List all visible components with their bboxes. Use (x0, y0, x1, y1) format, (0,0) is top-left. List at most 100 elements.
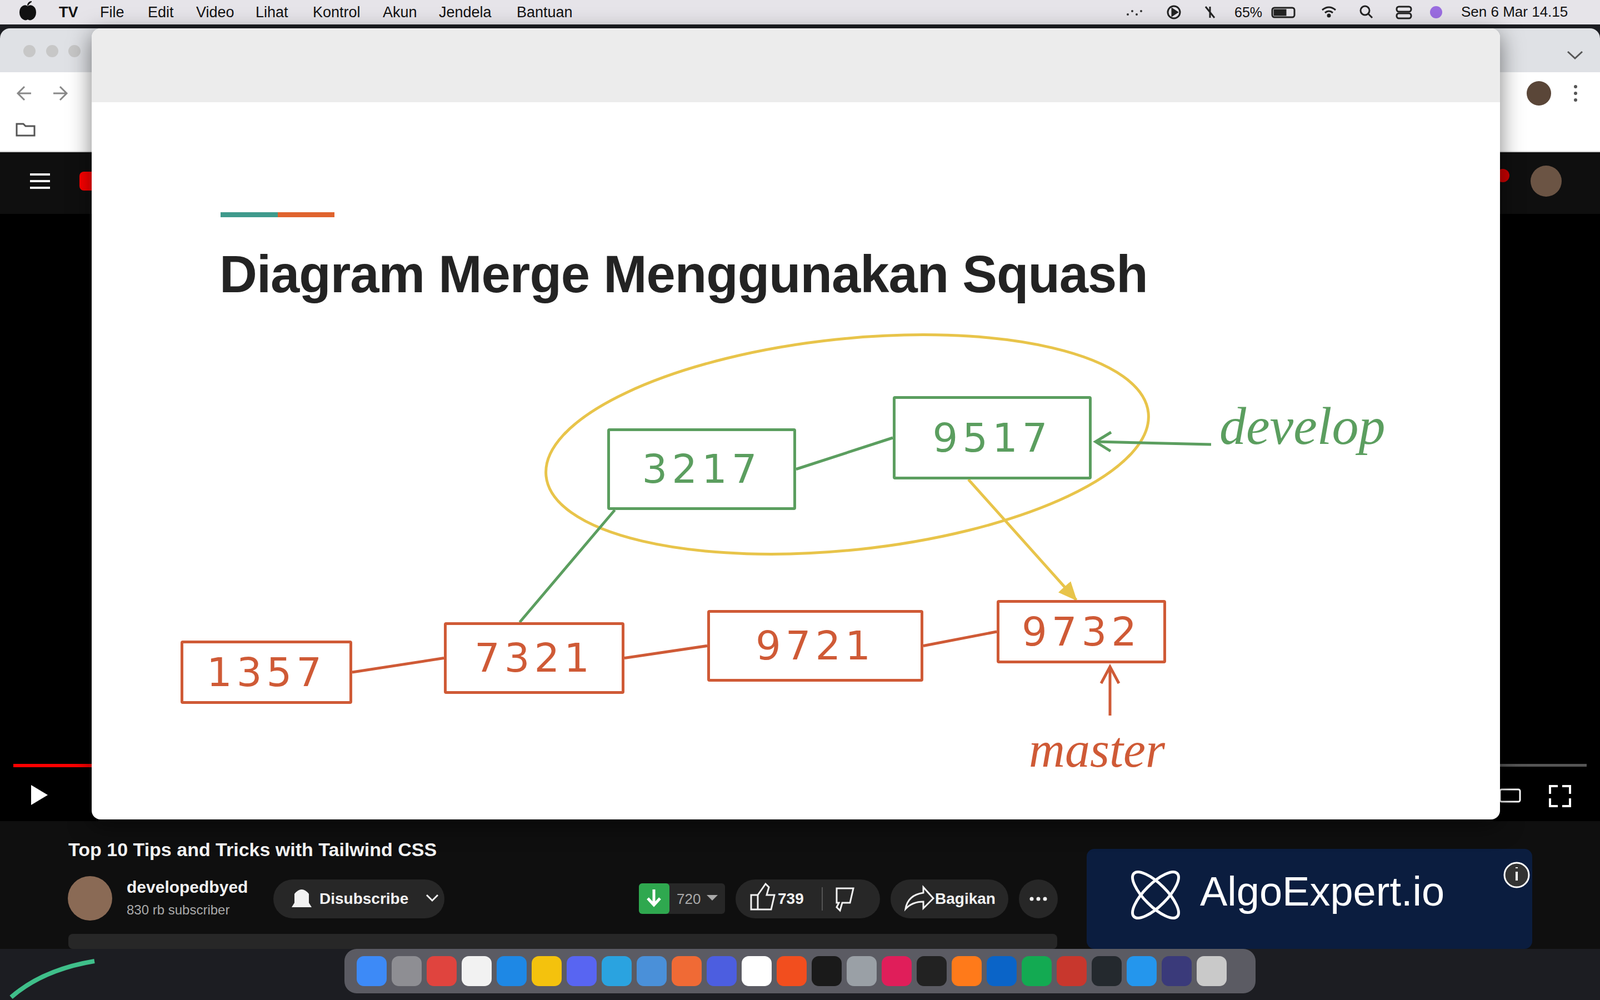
forward-arrow (53, 86, 67, 100)
window-dot (46, 45, 59, 58)
branch-connector (352, 658, 444, 673)
menu-item: Edit (147, 3, 174, 22)
algoexpert-logo (1126, 865, 1185, 925)
dock-icon (986, 956, 1017, 987)
more-dots (1030, 897, 1048, 902)
clock: Sen 6 Mar 14.15 (1461, 3, 1568, 21)
dock-icon (1196, 956, 1227, 987)
dock-icon (426, 956, 457, 987)
develop-pointer-head (1095, 432, 1112, 452)
dock-icon (531, 956, 562, 987)
siri-icon (1430, 6, 1443, 19)
kebab-menu (1573, 85, 1578, 102)
desktop-wallpaper (0, 944, 223, 1000)
download-count: 720 (676, 891, 701, 908)
dock-icon (1091, 956, 1122, 987)
menu-icons (1167, 6, 1412, 19)
subscribe-pill (273, 879, 445, 919)
like-count: 739 (777, 890, 804, 908)
tab-chevron (1567, 51, 1583, 59)
dock-icon (1161, 956, 1192, 987)
dock-icon (706, 956, 737, 987)
accent-bar-orange (277, 212, 335, 218)
download-pill (638, 883, 725, 914)
theater-button (1500, 789, 1520, 802)
menu-item: Bantuan (516, 3, 573, 22)
description-box (68, 933, 1058, 949)
dock (344, 948, 1256, 994)
accent-bar-teal (220, 212, 278, 218)
subscribe-chevron (426, 895, 438, 901)
status-icons (0, 0, 1600, 25)
menu-item: Akun (382, 3, 418, 22)
branch-label: master (1028, 721, 1165, 779)
download-arrow (647, 889, 660, 905)
like-pill (735, 879, 880, 919)
dock-icon (741, 956, 772, 987)
share-icon (905, 887, 934, 909)
share-button: Bagikan (935, 890, 996, 908)
menu-item: Lihat (255, 3, 289, 22)
menu-item: Video (196, 3, 235, 22)
dock-icon (916, 956, 947, 987)
commit-hash: 7321 (474, 635, 594, 682)
commit-box: 9721 (707, 610, 924, 682)
download-icon (638, 883, 670, 914)
branch-connector (624, 646, 708, 659)
subscribe-button: Disubscribe (319, 890, 409, 908)
dock-icon (496, 956, 527, 987)
branch-connector (520, 510, 615, 623)
commit-hash: 1357 (206, 649, 327, 696)
share-pill (890, 879, 1009, 919)
dock-icon (1021, 956, 1052, 987)
dock-icon (1126, 956, 1157, 987)
commit-hash: 9721 (755, 622, 875, 669)
video-title: Top 10 Tips and Tricks with Tailwind CSS (68, 838, 437, 861)
subscriber-count: 830 rb subscriber (126, 902, 230, 918)
window-dot (68, 45, 81, 58)
master-pointer (1108, 667, 1112, 716)
wallpaper-curve (11, 961, 95, 998)
ad-panel (1086, 848, 1533, 949)
dock-icon (566, 956, 597, 987)
dock-icon (951, 956, 982, 987)
dock-icon (356, 956, 387, 987)
dock-icon (671, 956, 702, 987)
menu-item: Jendela (438, 3, 492, 22)
channel-name: developedbyed (126, 877, 248, 898)
dock-icon (1056, 956, 1087, 987)
menu-item: Kontrol (312, 3, 361, 22)
dock-icon (776, 956, 807, 987)
commit-box: 3217 (607, 428, 797, 510)
slide-top-band (91, 28, 1500, 103)
commit-hash: 9732 (1021, 608, 1142, 655)
bell-icon (291, 889, 312, 908)
ad-brand: AlgoExpert.io (1200, 867, 1445, 915)
like-divider (821, 887, 823, 911)
dock-icon (391, 956, 422, 987)
commit-hash: 9517 (932, 415, 1052, 462)
bookmark-folder (16, 123, 35, 136)
branch-label: develop (1219, 395, 1386, 457)
download-caret (706, 895, 718, 901)
master-pointer-head (1101, 666, 1119, 684)
hamburger-menu (30, 174, 50, 188)
dock-icon (846, 956, 877, 987)
dock-icon (636, 956, 667, 987)
back-arrow (17, 86, 32, 100)
dock-icon (601, 956, 632, 987)
user-avatar (1530, 165, 1562, 197)
info-icon (1504, 862, 1529, 888)
apple-logo (20, 1, 36, 20)
dock-icon (811, 956, 842, 987)
more-button (1018, 879, 1058, 919)
dislike-icon (836, 888, 854, 911)
window-dot (23, 45, 36, 58)
branch-connector (923, 631, 997, 647)
fullscreen-button (1550, 786, 1570, 807)
like-icon (751, 883, 775, 910)
menu-item: File (100, 3, 125, 22)
menu-item: TV (58, 3, 79, 22)
branch-connector (968, 479, 1077, 600)
commit-hash: 3217 (641, 446, 762, 493)
